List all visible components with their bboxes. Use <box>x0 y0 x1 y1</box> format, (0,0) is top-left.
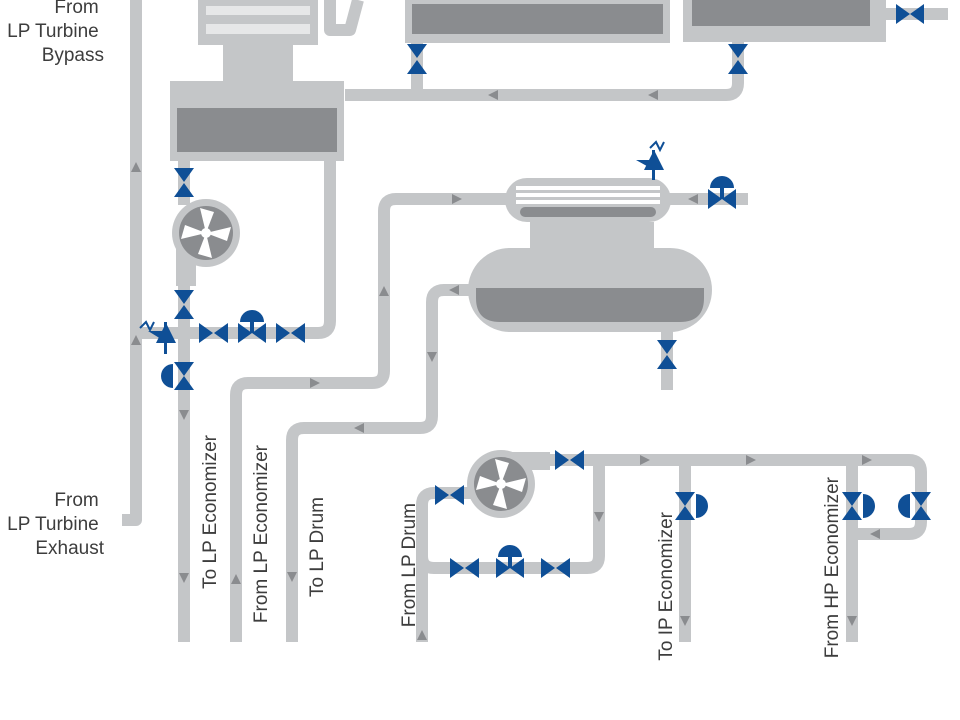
top-heat-exchanger-right <box>683 0 886 42</box>
label-from-lp-economizer: From LP Economizer <box>251 444 272 623</box>
flow-arrow <box>688 194 698 204</box>
pipe-exhaust-return <box>122 0 142 526</box>
top-heat-exchanger-left <box>405 0 670 43</box>
gate-valve-icon <box>450 558 464 578</box>
pipe-from-lp-drum <box>416 487 475 642</box>
gate-valve-icon <box>728 60 748 74</box>
gate-valve-icon <box>174 290 194 304</box>
gate-valve-icon <box>570 450 584 470</box>
control-valve-icon <box>842 492 875 520</box>
flow-arrow <box>310 378 320 388</box>
gate-valve-icon <box>896 4 910 24</box>
gate-valve-icon <box>465 558 479 578</box>
flow-arrow <box>449 285 459 295</box>
flow-arrow <box>746 455 756 465</box>
lp-drum <box>468 248 712 332</box>
safety-valve-icon <box>139 320 176 354</box>
control-valve-icon <box>238 310 266 343</box>
deaerator-head <box>505 178 671 250</box>
gate-valve-icon <box>910 4 924 24</box>
pipe-condenser-return <box>345 40 744 101</box>
label-to-lp-economizer: To LP Economizer <box>200 434 221 589</box>
gate-valve-icon <box>174 183 194 197</box>
safety-valve-icon <box>636 140 665 180</box>
gate-valve-icon <box>541 558 555 578</box>
label-from-hp-economizer: From HP Economizer <box>822 476 843 658</box>
gate-valve-icon <box>407 44 427 58</box>
control-valve-icon <box>496 545 524 578</box>
flow-arrows <box>131 90 880 640</box>
pipe-bypass-stub <box>324 0 364 36</box>
flow-arrow <box>354 423 364 433</box>
flow-arrow <box>452 194 462 204</box>
flow-arrow <box>287 572 297 582</box>
labels: From LP Turbine Bypass From LP Turbine E… <box>7 0 843 661</box>
control-valve-icon <box>161 362 194 390</box>
pipe-feed-bypass <box>416 460 605 574</box>
label-from-lp-drum: From LP Drum <box>399 503 420 627</box>
gate-valve-icon <box>214 323 228 343</box>
flow-arrow <box>680 616 690 626</box>
lp-turbine-block <box>198 0 318 81</box>
gate-valve-icon <box>450 485 464 505</box>
flow-arrow <box>379 286 389 296</box>
control-valve-icon <box>708 176 736 209</box>
pipe-to-lp-drum <box>286 284 475 642</box>
flow-arrow <box>131 335 141 345</box>
gate-valve-icon <box>174 168 194 182</box>
gate-valve-icon <box>657 355 677 369</box>
gate-valve-icon <box>556 558 570 578</box>
flow-arrow <box>862 455 872 465</box>
gate-valve-icon <box>174 305 194 319</box>
label-from-lp-turbine-bypass: From LP Turbine Bypass <box>7 0 104 66</box>
control-valve-icon <box>675 492 708 520</box>
flow-arrow <box>427 352 437 362</box>
gate-valve-icon <box>407 60 427 74</box>
valves <box>139 4 931 578</box>
label-to-ip-economizer: To IP Economizer <box>656 511 677 660</box>
gate-valve-icon <box>728 44 748 58</box>
flow-arrow <box>488 90 498 100</box>
flow-arrow <box>648 90 658 100</box>
flow-arrow <box>417 630 427 640</box>
flow-arrow <box>870 529 880 539</box>
gate-valve-icon <box>199 323 213 343</box>
condensate-pump <box>172 199 240 286</box>
flow-arrow <box>594 512 604 522</box>
flow-arrow <box>847 616 857 626</box>
gate-valve-icon <box>657 340 677 354</box>
flow-arrow <box>179 410 189 420</box>
pipe-recirculation <box>184 160 336 339</box>
label-from-lp-turbine-exhaust: From LP Turbine Exhaust <box>7 490 105 559</box>
gate-valve-icon <box>555 450 569 470</box>
flow-arrow <box>131 162 141 172</box>
flow-arrow <box>640 455 650 465</box>
feed-pump <box>467 450 550 518</box>
control-valve-icon <box>898 492 931 520</box>
pipe-from-lp-economizer <box>230 193 515 642</box>
flow-arrow <box>179 573 189 583</box>
flow-arrow <box>231 574 241 584</box>
gate-valve-icon <box>276 323 290 343</box>
gate-valve-icon <box>435 485 449 505</box>
gate-valve-icon <box>291 323 305 343</box>
label-to-lp-drum: To LP Drum <box>307 497 328 597</box>
condenser <box>170 81 344 161</box>
